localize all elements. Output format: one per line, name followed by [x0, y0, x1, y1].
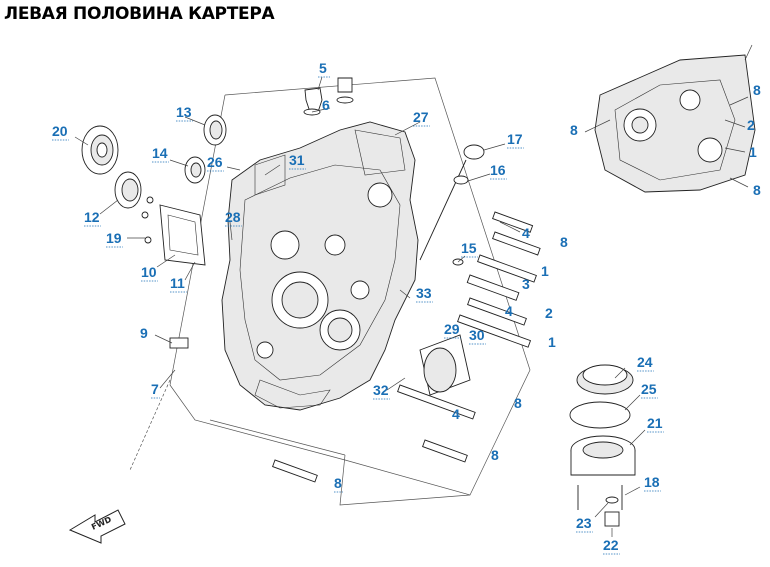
callout-8: 8 — [753, 82, 761, 98]
assembly-outlines — [129, 77, 531, 506]
callout-30: 30 — [469, 327, 485, 343]
leader-lines — [74, 76, 749, 537]
callout-18: 18 — [644, 474, 660, 490]
callout-8: 8 — [514, 395, 522, 411]
callout-31: 31 — [289, 152, 305, 168]
callout-27: 27 — [413, 109, 429, 125]
callout-26: 26 — [207, 154, 223, 170]
callout-10: 10 — [141, 264, 157, 280]
callout-22: 22 — [603, 537, 619, 553]
engine-inset — [594, 44, 756, 193]
filler-plug — [303, 77, 354, 116]
callout-28: 28 — [225, 209, 241, 225]
callout-14: 14 — [152, 145, 168, 161]
callout-13: 13 — [176, 104, 192, 120]
callout-4: 4 — [452, 406, 460, 422]
callout-4: 4 — [505, 303, 513, 319]
page-title: ЛЕВАЯ ПОЛОВИНА КАРТЕРА — [4, 4, 275, 24]
callout-16: 16 — [490, 162, 506, 178]
bolts-right — [452, 211, 541, 348]
bushings — [419, 334, 471, 396]
callout-20: 20 — [52, 123, 68, 139]
callout-23: 23 — [576, 515, 592, 531]
callout-2: 2 — [747, 117, 755, 133]
seal-plate — [141, 196, 206, 266]
callout-32: 32 — [373, 382, 389, 398]
callout-8: 8 — [570, 122, 578, 138]
callout-7: 7 — [151, 381, 159, 397]
crankcase-half — [221, 121, 419, 411]
callout-1: 1 — [548, 334, 556, 350]
callout-11: 11 — [170, 275, 185, 291]
bearing-12 — [114, 171, 142, 209]
callout-1: 1 — [541, 263, 549, 279]
callout-19: 19 — [106, 230, 122, 246]
bolts-bottom — [169, 337, 476, 483]
callout-2: 2 — [545, 305, 553, 321]
dipstick — [419, 144, 485, 261]
callout-1: 1 — [749, 144, 757, 160]
callout-4: 4 — [522, 225, 530, 241]
bearing-13 — [203, 114, 227, 146]
callout-8: 8 — [334, 475, 342, 491]
bearing-20 — [81, 125, 119, 175]
fwd-arrow-icon: FWD — [68, 509, 126, 544]
bearing-14 — [184, 156, 206, 184]
callout-labels: 5 6 13 27 17 20 14 26 31 16 12 28 4 8 19… — [52, 60, 761, 553]
callout-8: 8 — [491, 447, 499, 463]
callout-21: 21 — [647, 415, 663, 431]
callout-33: 33 — [416, 285, 432, 301]
callout-15: 15 — [461, 240, 477, 256]
callout-3: 3 — [522, 276, 530, 292]
callout-5: 5 — [319, 60, 327, 76]
oil-filter-group — [569, 364, 636, 527]
callout-29: 29 — [444, 321, 460, 337]
callout-6: 6 — [322, 97, 330, 113]
callout-17: 17 — [507, 131, 523, 147]
callout-8: 8 — [753, 182, 761, 198]
callout-12: 12 — [84, 209, 100, 225]
callout-25: 25 — [641, 381, 657, 397]
callout-9: 9 — [140, 325, 148, 341]
callout-8: 8 — [560, 234, 568, 250]
callout-24: 24 — [637, 354, 653, 370]
callout-underlines — [52, 76, 664, 555]
